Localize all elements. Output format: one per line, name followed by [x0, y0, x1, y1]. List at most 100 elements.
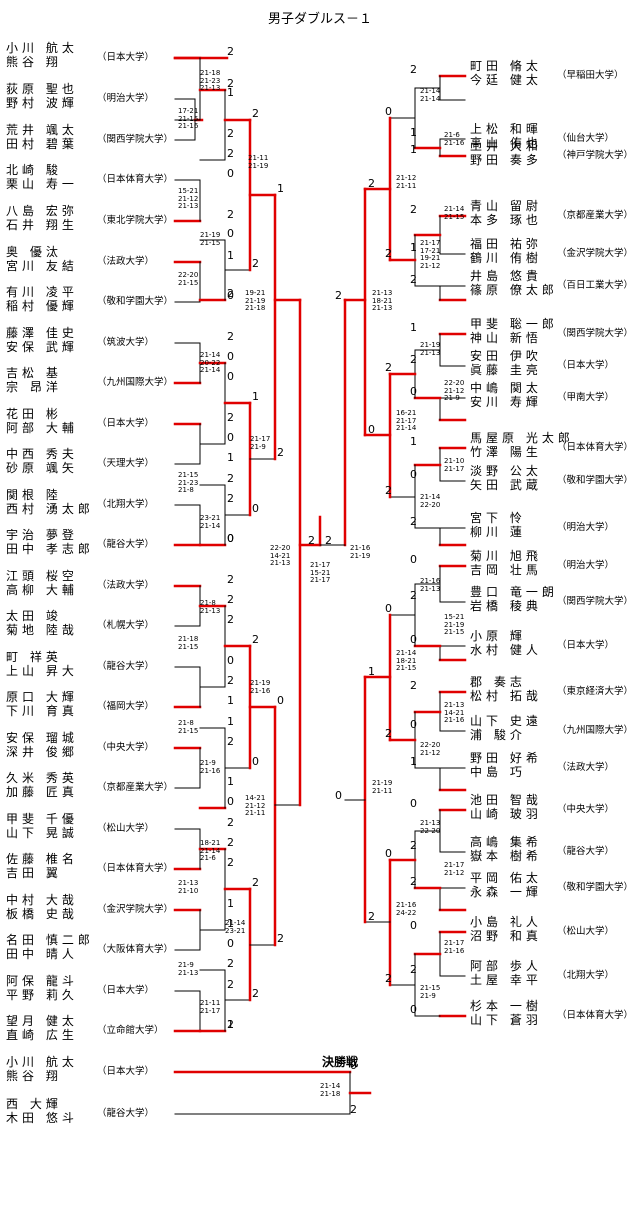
right-team-player1: 馬屋原 光太郎 — [470, 431, 574, 445]
left-team-university: （法政大学） — [97, 256, 155, 267]
right-team-university: （早稲田大学） — [557, 70, 624, 81]
game-score: 21-13 14-21 21-16 — [444, 701, 465, 724]
right-team-player2: 水村 健人 — [470, 643, 542, 657]
match-score: 0 — [227, 532, 234, 545]
game-score: 22-20 21-15 — [178, 271, 199, 287]
game-score: 21-9 21-16 — [200, 759, 221, 775]
match-score: 2 — [410, 203, 417, 216]
right-team-player1: 豊口 竜一朗 — [470, 585, 558, 599]
match-score: 2 — [410, 875, 417, 888]
left-team-university: （東北学院大学） — [97, 215, 174, 226]
left-team-university: （中央大学） — [97, 742, 155, 753]
match-score: 0 — [410, 797, 417, 810]
left-team-player2: 西村 湧太郎 — [6, 502, 94, 516]
match-score: 1 — [227, 451, 234, 464]
match-score: 2 — [385, 484, 392, 497]
final-team-university: （日本大学） — [97, 1066, 155, 1077]
left-team-player1: 吉松 基 — [6, 366, 62, 380]
game-score: 22-20 14-21 21-13 — [270, 544, 291, 567]
match-score: 0 — [227, 937, 234, 950]
match-score: 0 — [227, 167, 234, 180]
match-score: 2 — [227, 147, 234, 160]
game-score: 22-20 21-12 — [420, 741, 441, 757]
right-team-university: （金沢学院大学） — [557, 248, 634, 259]
right-team-university: （松山大学） — [557, 926, 615, 937]
right-team-player2: 土屋 幸平 — [470, 973, 542, 987]
game-score: 21-19 21-15 — [200, 231, 221, 247]
match-score: 0 — [385, 602, 392, 615]
left-team-player2: 直崎 広生 — [6, 1028, 78, 1042]
game-score: 21-8 21-13 — [200, 599, 221, 615]
left-team-player1: 荒井 颯太 — [6, 123, 78, 137]
right-team-player2: 眞藤 圭亮 — [470, 363, 542, 377]
game-score: 21-10 21-17 — [444, 457, 465, 473]
left-team-university: （立命館大学） — [97, 1025, 164, 1036]
game-score: 21-11 21-19 — [248, 154, 269, 170]
right-team-player2: 鶴川 侑樹 — [470, 251, 542, 265]
game-score: 21-14 20-22 21-14 — [200, 351, 221, 374]
left-team-university: （法政大学） — [97, 580, 155, 591]
match-score: 0 — [410, 919, 417, 932]
right-team-player2: 中島 巧 — [470, 765, 526, 779]
right-team-player2: 矢田 武蔵 — [470, 478, 542, 492]
left-team-university: （日本大学） — [97, 985, 155, 996]
right-team-university: （仙台大学） — [557, 133, 615, 144]
match-score: 2 — [227, 957, 234, 970]
match-score: 2 — [227, 492, 234, 505]
left-team-player1: 有川 凌平 — [6, 285, 78, 299]
left-team-player2: 野村 波輝 — [6, 96, 78, 110]
match-score: 2 — [252, 876, 259, 889]
match-score: 1 — [410, 241, 417, 254]
right-team-player1: 郡 奏志 — [470, 675, 526, 689]
match-score: 2 — [335, 289, 342, 302]
left-team-university: （金沢学院大学） — [97, 904, 174, 915]
game-score: 21-15 21-23 21-8 — [178, 471, 199, 494]
match-score: 1 — [227, 1018, 234, 1031]
right-team-player1: 菊川 旭飛 — [470, 549, 542, 563]
match-score: 2 — [227, 573, 234, 586]
match-score: 2 — [368, 177, 375, 190]
right-team-player1: 杉本 一樹 — [470, 999, 542, 1013]
game-score: 21-13 22-20 — [420, 819, 441, 835]
match-score: 1 — [227, 917, 234, 930]
left-team-player1: 中村 大哉 — [6, 893, 78, 907]
left-team-player2: 宮川 友結 — [6, 259, 78, 273]
left-team-player1: 甲斐 千優 — [6, 812, 78, 826]
left-team-player1: 中西 秀夫 — [6, 447, 78, 461]
match-score: 0 — [227, 654, 234, 667]
left-team-player1: 北崎 駿 — [6, 163, 62, 177]
match-score: 2 — [277, 932, 284, 945]
right-team-player1: 淡野 公太 — [470, 464, 542, 478]
right-team-player1: 小原 輝 — [470, 629, 526, 643]
game-score: 21-11 21-17 — [200, 999, 221, 1015]
match-score: 2 — [410, 63, 417, 76]
right-team-player1: 町田 脩太 — [470, 59, 542, 73]
game-score: 15-21 21-12 21-13 — [178, 187, 199, 210]
left-team-player1: 阿保 龍斗 — [6, 974, 78, 988]
left-team-player1: 太田 竣 — [6, 609, 62, 623]
left-team-university: （天理大学） — [97, 458, 155, 469]
game-score: 21-16 21-13 — [420, 577, 441, 593]
left-team-player1: 町 祥英 — [6, 650, 62, 664]
left-team-player2: 田村 碧葉 — [6, 137, 78, 151]
left-team-university: （明治大学） — [97, 93, 155, 104]
left-team-player2: 阿部 大輔 — [6, 421, 78, 435]
left-team-player2: 下川 育真 — [6, 704, 78, 718]
game-score: 16-21 21-17 21-14 — [396, 409, 417, 432]
game-score: 21-14 23-21 — [225, 919, 246, 935]
left-team-player2: 加藤 匠真 — [6, 785, 78, 799]
right-team-university: （関西学院大学） — [557, 596, 634, 607]
match-score: 2 — [410, 273, 417, 286]
game-score: 21-15 21-9 — [420, 984, 441, 1000]
match-score: 0 — [410, 553, 417, 566]
left-team-player1: 宇治 夢登 — [6, 528, 78, 542]
game-score: 21-13 21-10 — [178, 879, 199, 895]
match-score: 0 — [410, 633, 417, 646]
match-score: 1 — [227, 694, 234, 707]
left-team-player1: 花田 彬 — [6, 407, 62, 421]
left-team-player2: 砂原 颯矢 — [6, 461, 78, 475]
right-team-player2: 本多 琢也 — [470, 213, 542, 227]
right-team-player2: 篠原 僚太郎 — [470, 283, 558, 297]
match-score: 2 — [227, 674, 234, 687]
match-score: 2 — [227, 287, 234, 300]
